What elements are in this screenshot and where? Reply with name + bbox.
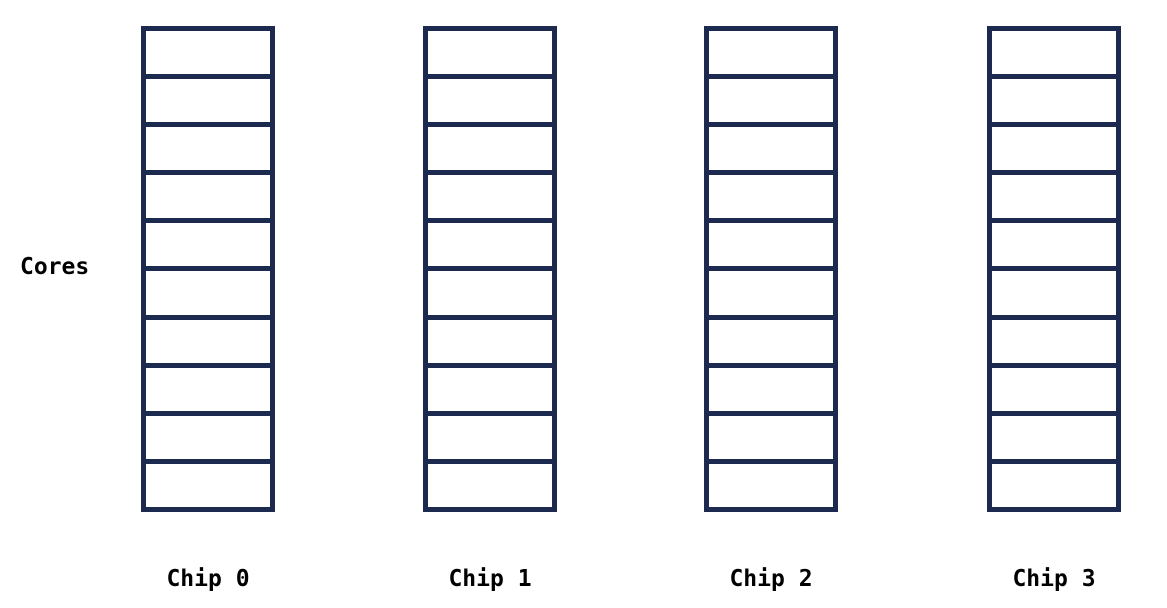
core-cell <box>992 31 1116 80</box>
cores-axis-label: Cores <box>20 254 90 280</box>
core-cell <box>146 175 270 224</box>
core-cell <box>146 463 270 507</box>
core-cell <box>992 175 1116 224</box>
core-cell <box>428 415 552 464</box>
core-cell <box>709 223 833 272</box>
chip-label-1: Chip 1 <box>448 566 532 592</box>
core-cell <box>146 223 270 272</box>
core-cell <box>428 79 552 128</box>
core-cell <box>992 319 1116 368</box>
core-cell <box>992 271 1116 320</box>
core-cell <box>428 31 552 80</box>
chip-column-2 <box>704 26 838 512</box>
chip-label-2: Chip 2 <box>729 566 813 592</box>
core-cell <box>709 79 833 128</box>
core-cell <box>428 463 552 507</box>
core-cell <box>146 319 270 368</box>
core-cell <box>146 271 270 320</box>
core-cell <box>709 319 833 368</box>
core-cell <box>428 127 552 176</box>
chip-label-0: Chip 0 <box>166 566 250 592</box>
core-cell <box>709 271 833 320</box>
core-cell <box>992 223 1116 272</box>
core-cell <box>709 415 833 464</box>
core-cell <box>709 127 833 176</box>
chip-column-0 <box>141 26 275 512</box>
core-cell <box>146 31 270 80</box>
core-cell <box>146 415 270 464</box>
core-cell <box>146 79 270 128</box>
core-cell <box>709 175 833 224</box>
core-cell <box>146 367 270 416</box>
core-cell <box>992 463 1116 507</box>
core-cell <box>428 319 552 368</box>
core-cell <box>428 367 552 416</box>
core-cell <box>992 79 1116 128</box>
core-cell <box>992 127 1116 176</box>
core-cell <box>992 367 1116 416</box>
chip-label-3: Chip 3 <box>1012 566 1096 592</box>
core-cell <box>709 463 833 507</box>
core-cell <box>146 127 270 176</box>
core-cell <box>709 31 833 80</box>
core-cell <box>428 271 552 320</box>
core-cell <box>992 415 1116 464</box>
chip-column-3 <box>987 26 1121 512</box>
core-cell <box>428 175 552 224</box>
core-cell <box>428 223 552 272</box>
core-cell <box>709 367 833 416</box>
chip-column-1 <box>423 26 557 512</box>
